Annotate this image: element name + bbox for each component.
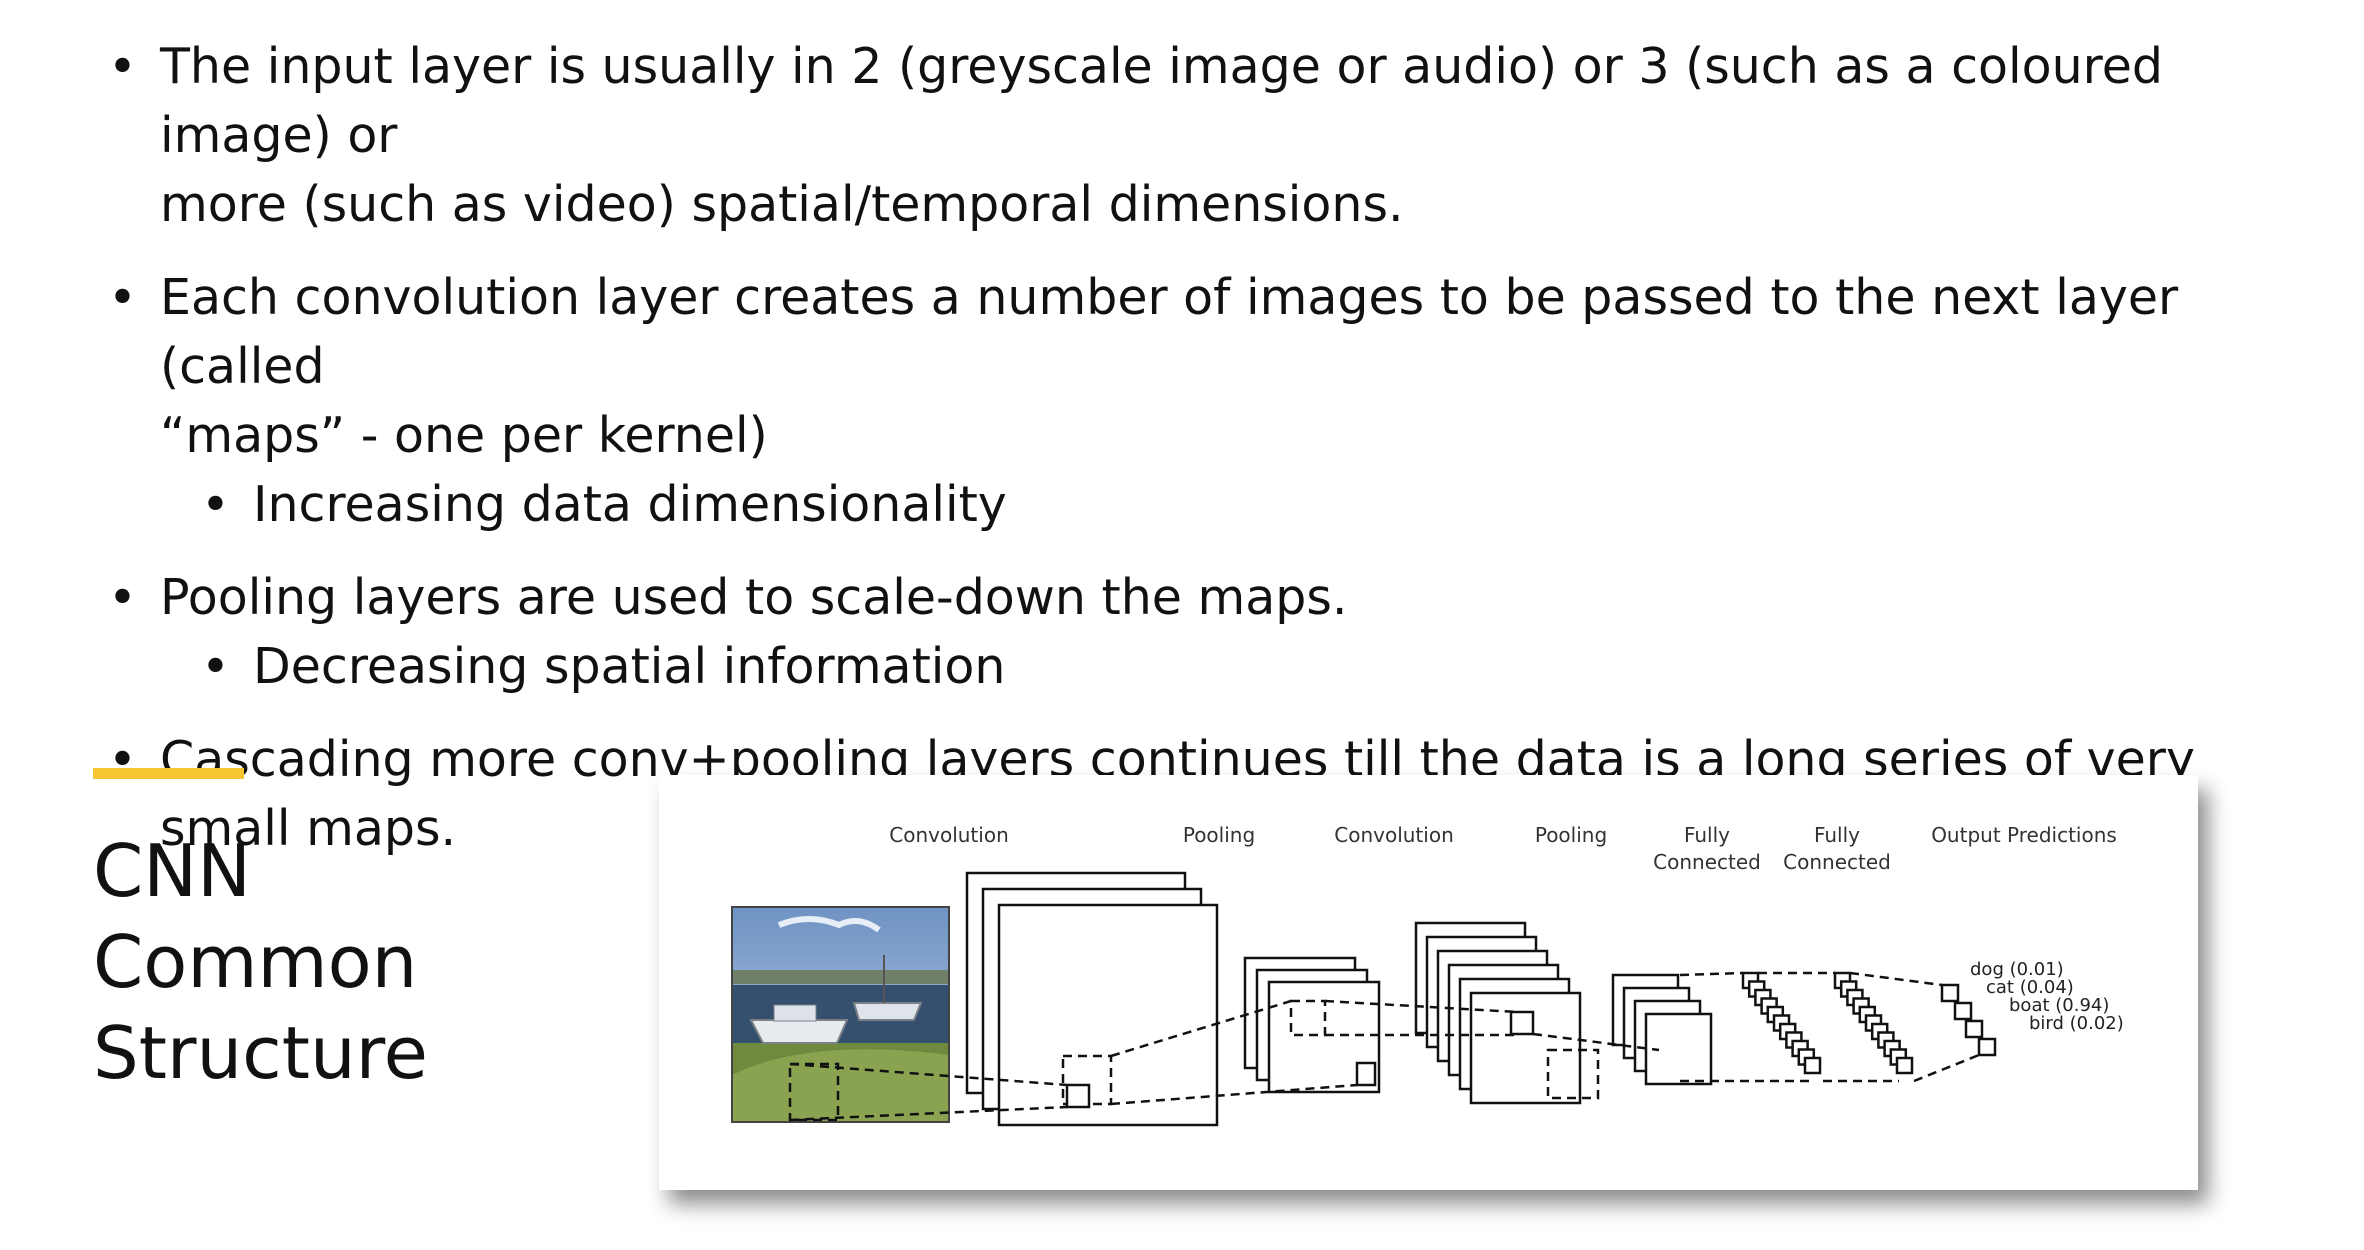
fc-output-connector xyxy=(1913,1053,1980,1083)
output-unit xyxy=(1953,1001,1973,1021)
output-unit xyxy=(1964,1019,1984,1039)
cnn-diagram: Convolution Pooling Convolution Pooling Full… xyxy=(659,775,2198,1190)
stage-label: Pooling xyxy=(1183,823,1255,847)
conv1-kernel-box xyxy=(1065,1083,1091,1109)
bullet-dot: • xyxy=(108,731,137,788)
prediction-label: boat (0.94) xyxy=(2009,995,2109,1016)
pool-fc-connector xyxy=(1679,971,1744,977)
stage-label: Output Predictions xyxy=(1931,823,2117,847)
bullet-dot: • xyxy=(108,569,137,626)
bullet-dot: • xyxy=(108,38,137,95)
input-conv-connector xyxy=(789,1062,1068,1087)
prediction-label: dog (0.01) xyxy=(1970,959,2064,980)
bullet-list: • The input layer is usually in 2 (greysc… xyxy=(98,32,2338,863)
bullet-dot: • xyxy=(201,476,230,533)
stage-label: Convolution xyxy=(889,823,1009,847)
bullet-item: • Pooling layers are used to scale-down t… xyxy=(98,563,2338,632)
bullet-item: • Each convolution layer creates a number… xyxy=(98,263,2338,470)
cnn-diagram-svg: Convolution Pooling Convolution Pooling Full… xyxy=(731,823,2124,1127)
output-unit xyxy=(1977,1037,1997,1057)
bullet-text-line: Each convolution layer creates a number … xyxy=(160,269,2179,395)
bullet-text-line: Decreasing spatial information xyxy=(253,638,1006,695)
pool2-patch xyxy=(1546,1048,1600,1100)
conv2-kernel-box xyxy=(1509,1010,1535,1036)
sub-bullet-item: • Decreasing spatial information xyxy=(191,632,2338,701)
conv-pool-connector xyxy=(1110,999,1292,1058)
sub-bullet-item: • Increasing data dimensionality xyxy=(191,470,2338,539)
stage-label: Pooling xyxy=(1535,823,1607,847)
pool-conv-connector xyxy=(1324,999,1518,1014)
conv-pool-connector xyxy=(1110,1083,1358,1106)
bullet-text-line: The input layer is usually in 2 (greysca… xyxy=(160,38,2163,164)
fc1-unit xyxy=(1803,1056,1822,1075)
bullet-dot: • xyxy=(108,269,137,326)
accent-bar xyxy=(93,768,244,779)
input-conv-connector xyxy=(789,1105,1068,1122)
bullet-text-line: Increasing data dimensionality xyxy=(253,476,1007,533)
prediction-label: bird (0.02) xyxy=(2029,1013,2124,1034)
bullet-text-line: more (such as video) spatial/temporal di… xyxy=(160,176,1404,233)
bullet-dot: • xyxy=(201,638,230,695)
pool1-patch xyxy=(1289,999,1327,1037)
bullet-item: • The input layer is usually in 2 (greysc… xyxy=(98,32,2338,239)
bullet-text-line: Pooling layers are used to scale-down th… xyxy=(160,569,1348,626)
fc2-unit xyxy=(1895,1056,1914,1075)
pool1-unit xyxy=(1355,1061,1377,1087)
section-title: CNN Common Structure xyxy=(93,829,428,1095)
conv1-map xyxy=(997,903,1219,1127)
prediction-label: cat (0.04) xyxy=(1986,977,2074,998)
bullet-text-line: “maps” - one per kernel) xyxy=(160,407,768,464)
conv-pool-connector xyxy=(1532,1032,1660,1052)
output-unit xyxy=(1940,983,1960,1003)
stage-label: Convolution xyxy=(1334,823,1454,847)
input-image xyxy=(731,906,950,1123)
fc-output-connector xyxy=(1849,971,1943,987)
conv2-map xyxy=(1469,991,1582,1105)
